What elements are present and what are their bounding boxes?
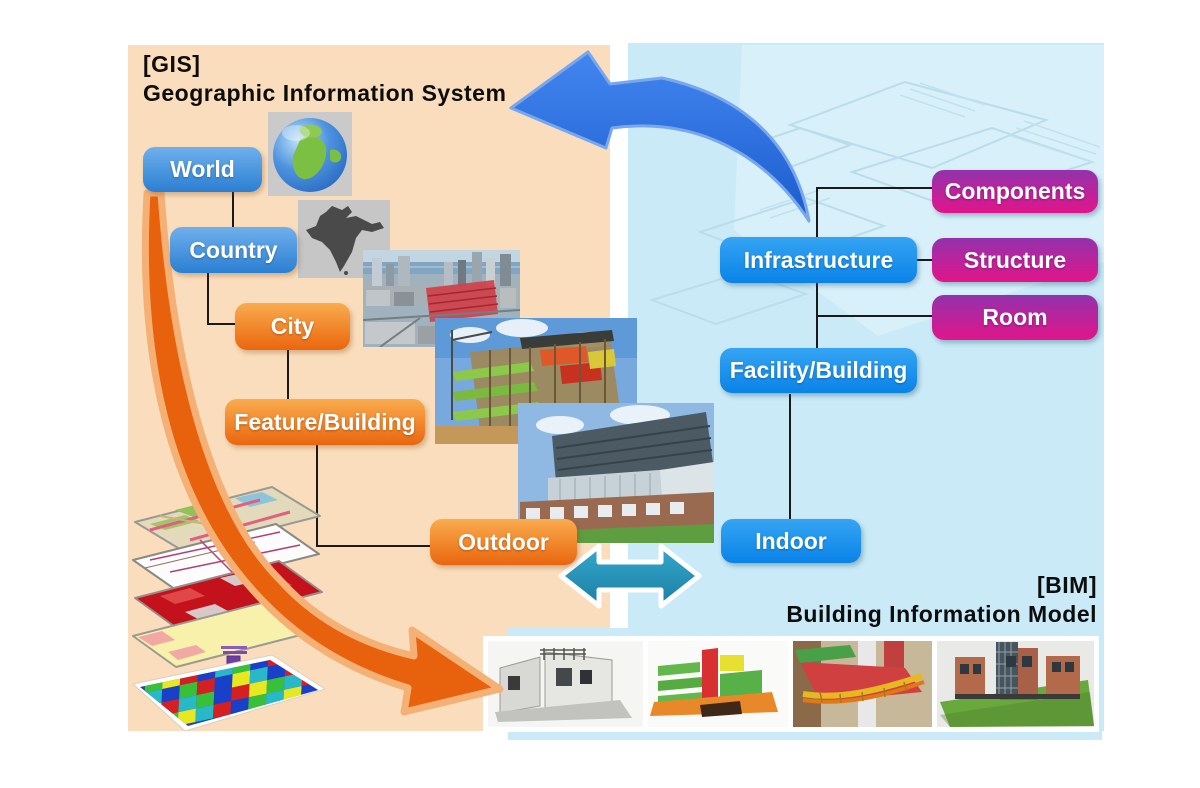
gis-tag: [GIS] xyxy=(143,51,201,77)
node-feature-building: Feature/Building xyxy=(225,399,425,445)
node-components: Components xyxy=(932,170,1098,213)
gis-title-text: Geographic Information System xyxy=(143,80,507,106)
node-indoor: Indoor xyxy=(721,519,861,563)
node-city: City xyxy=(235,303,350,350)
gis-title: [GIS] Geographic Information System xyxy=(143,50,506,108)
bim-title: [BIM] Building Information Model xyxy=(700,571,1097,629)
bim-image-strip-background xyxy=(508,628,1102,740)
bim-tag: [BIM] xyxy=(1037,572,1097,598)
bim-title-text: Building Information Model xyxy=(786,601,1097,627)
node-room: Room xyxy=(932,295,1098,340)
node-outdoor: Outdoor xyxy=(430,519,577,565)
node-country: Country xyxy=(170,227,297,273)
node-facility-building: Facility/Building xyxy=(720,348,917,393)
node-world: World xyxy=(143,147,262,192)
node-structure: Structure xyxy=(932,238,1098,282)
node-infrastructure: Infrastructure xyxy=(720,237,917,283)
